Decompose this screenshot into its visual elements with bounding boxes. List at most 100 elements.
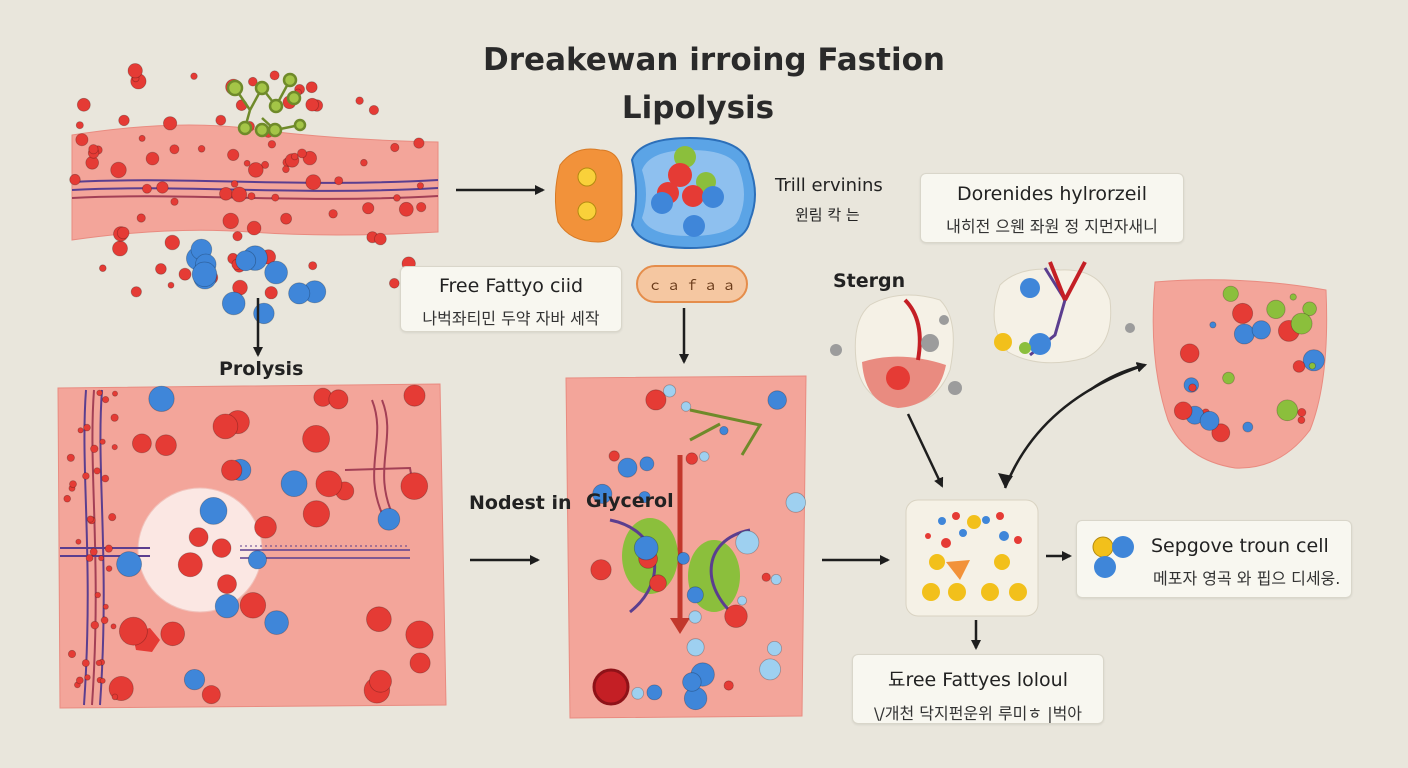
vessel-particle [94, 591, 101, 599]
red-blood-particle [416, 202, 427, 213]
tissue-cell [254, 515, 277, 539]
red-blood-particle [232, 231, 243, 242]
red-blood-particle [197, 145, 206, 153]
tissue-cell [631, 686, 644, 700]
tissue-cell [221, 459, 243, 481]
tissue-cell [1209, 321, 1217, 329]
vessel-particle [66, 453, 75, 462]
tissue-cell [608, 450, 620, 462]
tissue-cell [686, 586, 704, 604]
red-blood-particle [398, 201, 414, 217]
tissue-cell [315, 470, 343, 498]
vessel-particle [67, 649, 77, 659]
vessel-particle [102, 603, 109, 610]
red-blood-particle [190, 72, 198, 80]
red-blood-particle [362, 202, 375, 215]
svg-text:ｃ ａ ｆ ａ ａ: ｃ ａ ｆ ａ ａ [648, 278, 736, 294]
tissue-cell [767, 641, 783, 657]
tissue-cell [211, 538, 232, 558]
tissue-cell [633, 535, 659, 561]
adipocyte-cell [554, 136, 756, 250]
tissue-cell [328, 389, 349, 410]
red-blood-particle [145, 151, 160, 166]
tissue-cell [1222, 285, 1239, 302]
vessel-particle [101, 474, 110, 483]
red-blood-particle [280, 212, 293, 225]
tissue-cell [212, 413, 239, 440]
tissue-cell [403, 384, 426, 407]
red-blood-particle [118, 114, 130, 127]
red-blood-particle [230, 180, 239, 188]
red-blood-particle [328, 209, 338, 219]
vessel-particle [99, 677, 106, 684]
tissue-cell [369, 669, 392, 693]
callout-free-fatty-acid: Free Fattyo ciid 나벅좌티민 두약 자바 세작 [400, 266, 622, 332]
red-blood-particle [222, 212, 239, 230]
red-blood-particle [69, 173, 81, 186]
vessel-particle [75, 676, 84, 685]
blue-lipid-droplet [253, 302, 275, 325]
tissue-cell [1297, 416, 1306, 425]
tissue-cell [719, 425, 729, 436]
tissue-cell [638, 491, 651, 504]
tissue-cell [1222, 371, 1235, 385]
tissue-cell [377, 507, 401, 531]
red-blood-particle [156, 181, 169, 194]
bidirectional-arrow-head [1089, 361, 1147, 392]
tissue-cell [663, 384, 677, 398]
tissue-cell [1173, 401, 1193, 421]
red-blood-particle [127, 63, 143, 79]
tissue-cell [1302, 349, 1325, 372]
tissue-cell [767, 390, 787, 410]
diagram-subtitle: Lipolysis [621, 90, 775, 126]
callout-dorenides-sub: 내히전 으웬 좌원 정 지먼자새니 [946, 217, 1158, 236]
red-blood-particle [231, 186, 248, 203]
callout-free-fattyes-sub: \/개천 닥지펀운위 루미ㅎ |벅아 [873, 704, 1083, 723]
tissue-cell [302, 424, 331, 453]
tissue-cell [685, 452, 699, 465]
red-blood-particle [305, 97, 320, 112]
tissue-cell [1292, 360, 1306, 373]
tissue-cell [1297, 407, 1307, 417]
tissue-cell [239, 592, 267, 619]
red-blood-particle [178, 267, 192, 281]
tissue-cell [770, 574, 782, 586]
tissue-cell [617, 457, 638, 478]
red-blood-particle [261, 160, 270, 169]
vessel-particle [85, 554, 94, 562]
callout-free-fattyes-title: 됴ree Fattyes loloul [887, 669, 1069, 691]
tissue-cell [737, 595, 747, 606]
vessel-particle [111, 443, 118, 451]
vessel-particle [93, 467, 101, 475]
cells-right-tissue [1173, 285, 1325, 443]
tissue-cell [1199, 410, 1220, 431]
vessel-particle [83, 423, 91, 432]
red-blood-particle [269, 70, 280, 81]
red-blood-particle [267, 140, 277, 149]
red-blood-particle [219, 187, 233, 201]
tissue-cell [649, 574, 667, 592]
vessel-particle [110, 413, 119, 422]
red-blood-particle [246, 220, 262, 236]
vessel-particle [112, 390, 119, 397]
vessel-particle [82, 472, 90, 480]
label-stergn: Stergn [833, 270, 906, 292]
tissue-cell [131, 433, 152, 454]
red-blood-particle [360, 158, 368, 167]
tissue-cell [639, 456, 655, 472]
red-blood-particle [374, 232, 387, 246]
tissue-cell [160, 621, 186, 647]
tissue-cell [400, 472, 429, 500]
tissue-cell [183, 668, 206, 691]
red-blood-particle [116, 226, 130, 240]
red-blood-particle [308, 261, 318, 271]
vessel-particle [84, 674, 91, 681]
red-blood-particle [334, 176, 344, 186]
glycerol-molecule-top [226, 72, 307, 138]
tissue-cell [148, 385, 175, 412]
tissue-cell [302, 500, 330, 528]
red-blood-particle [302, 150, 318, 166]
red-blood-particle [164, 234, 181, 251]
label-glycerol: Glycerol [586, 490, 674, 512]
tissue-cell [116, 551, 143, 577]
